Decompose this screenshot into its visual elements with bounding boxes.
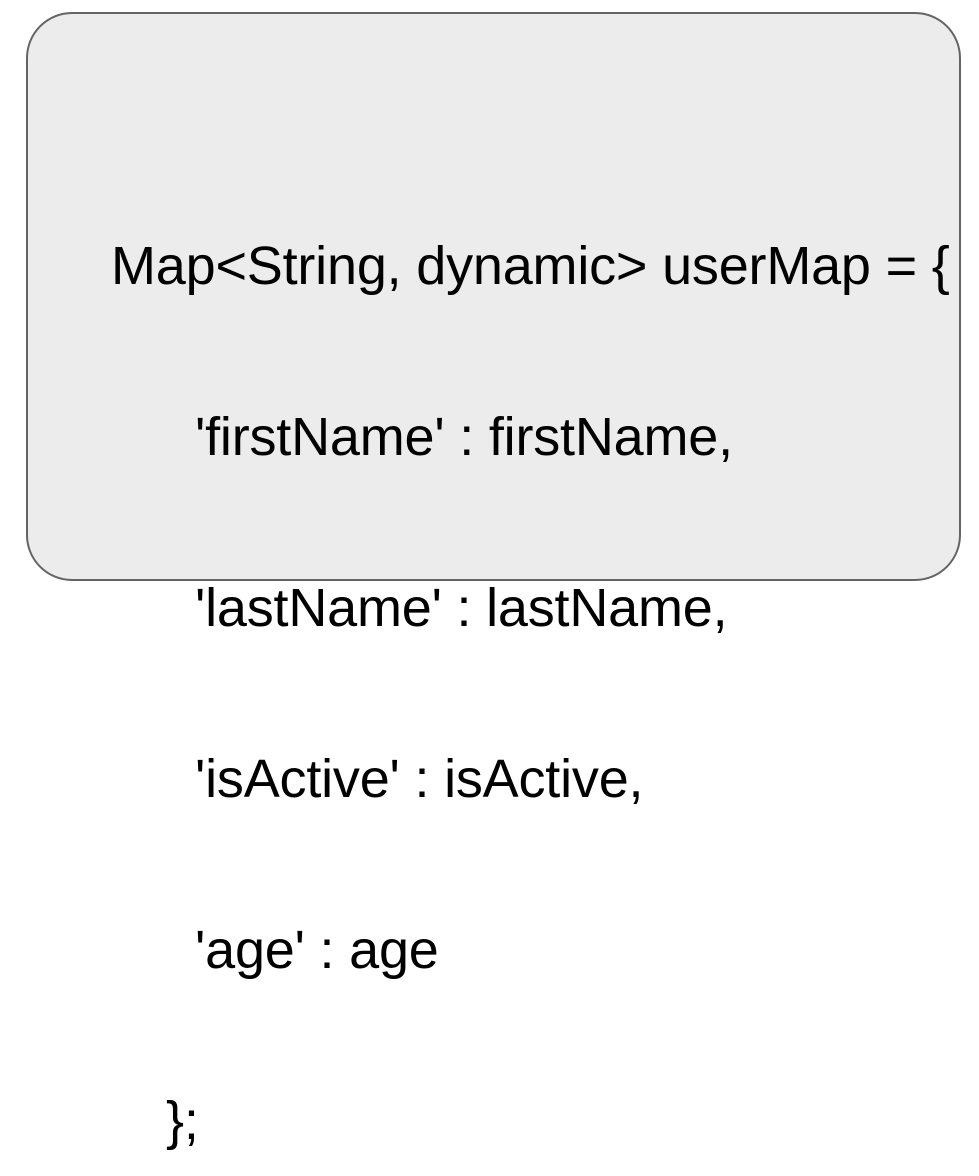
code-line-3: 'lastName' : lastName, <box>195 578 728 638</box>
code-snippet-card: Map<String, dynamic> userMap = { 'firstN… <box>26 12 961 1150</box>
code-line-4: 'isActive' : isActive, <box>195 749 644 809</box>
code-line-5: 'age' : age <box>195 920 439 980</box>
code-line-1: Map<String, dynamic> userMap = { <box>111 236 950 296</box>
code-block: Map<String, dynamic> userMap = { 'firstN… <box>111 124 950 1176</box>
screenshot-canvas: Map<String, dynamic> userMap = { 'firstN… <box>26 12 961 1150</box>
code-line-2: 'firstName' : firstName, <box>195 407 733 467</box>
code-line-6: }; <box>166 1091 199 1151</box>
